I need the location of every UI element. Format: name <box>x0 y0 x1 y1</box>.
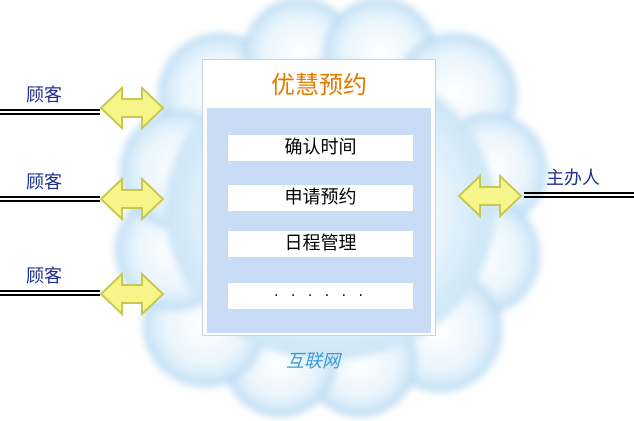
connector-line <box>0 109 100 115</box>
organizer-label: 主办人 <box>546 168 600 189</box>
customer-node: 顾客 <box>0 266 100 296</box>
organizer-node: 主办人 <box>524 168 634 198</box>
double-arrow-icon <box>99 176 165 222</box>
feature-confirm-time: 确认时间 <box>228 135 413 161</box>
feature-schedule-management: 日程管理 <box>228 231 413 257</box>
connector-line <box>0 196 100 202</box>
connector-line <box>524 192 634 198</box>
customer-label: 顾客 <box>26 172 62 193</box>
service-feature-list: 确认时间 申请预约 日程管理 · · · · · · <box>207 108 431 333</box>
customer-node: 顾客 <box>0 172 100 202</box>
arrows <box>99 85 523 317</box>
double-arrow-icon <box>457 173 523 219</box>
connector-line <box>0 290 100 296</box>
customer-label: 顾客 <box>26 85 62 106</box>
double-arrow-icon <box>99 271 165 317</box>
feature-apply-booking: 申请预约 <box>228 185 413 211</box>
double-arrow-icon <box>99 85 165 131</box>
feature-more: · · · · · · <box>228 283 413 309</box>
service-panel: 优慧预约 确认时间 申请预约 日程管理 · · · · · · <box>202 59 436 336</box>
customer-label: 顾客 <box>26 266 62 287</box>
service-title: 优慧预约 <box>271 71 367 99</box>
customer-node: 顾客 <box>0 85 100 115</box>
internet-label: 互联网 <box>286 351 340 372</box>
